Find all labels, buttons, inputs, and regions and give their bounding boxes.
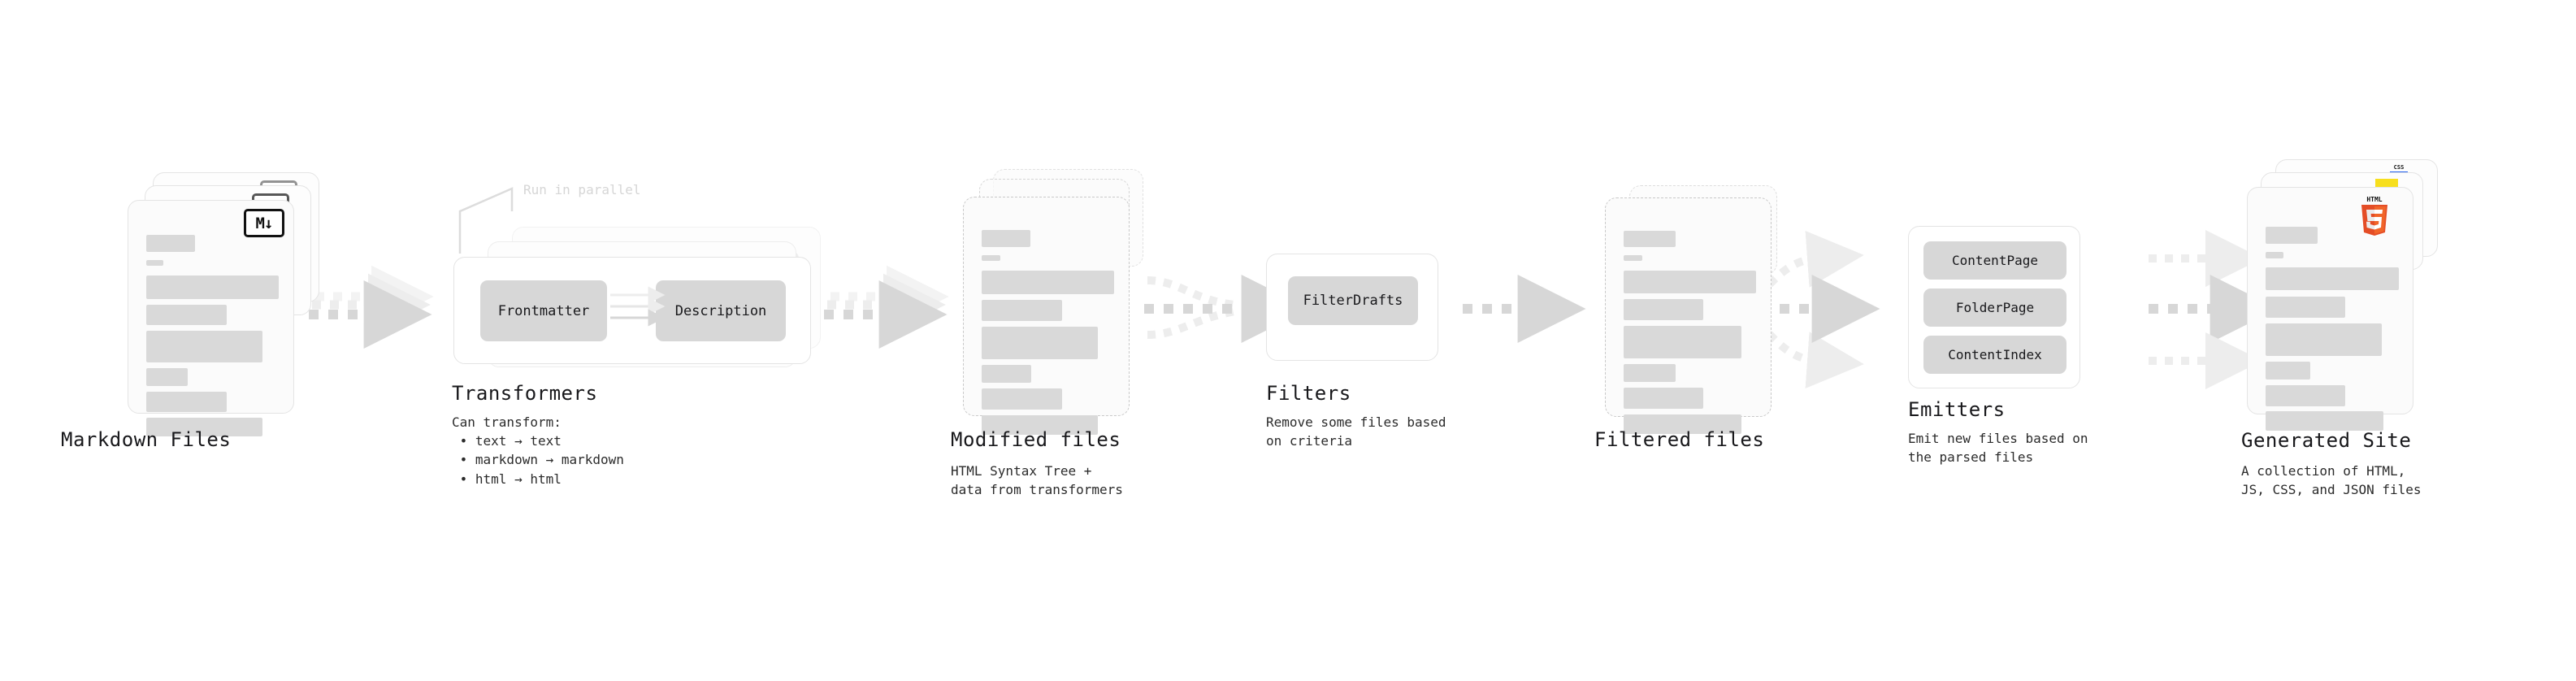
skeleton-line bbox=[982, 388, 1062, 410]
transformer-chip-frontmatter[interactable]: Frontmatter bbox=[480, 280, 607, 341]
stage-title-filtered-files: Filtered files bbox=[1594, 428, 1765, 451]
skeleton-subtitle bbox=[2266, 252, 2283, 258]
skeleton-line bbox=[1624, 388, 1703, 409]
modified-card-front bbox=[963, 197, 1130, 435]
site-card-front bbox=[2247, 187, 2413, 431]
filtered-card-front bbox=[1605, 197, 1772, 434]
filters-panel: FilterDrafts bbox=[1266, 254, 1438, 361]
transformer-panel-front: Frontmatter Description bbox=[453, 257, 811, 364]
stage-title-markdown-files: Markdown Files bbox=[61, 428, 232, 451]
skeleton-line bbox=[982, 415, 1098, 435]
transformer-chip-description[interactable]: Description bbox=[656, 280, 786, 341]
skeleton-line bbox=[146, 331, 262, 362]
skeleton-title bbox=[1624, 231, 1676, 247]
markdown-icon: M↓ bbox=[244, 209, 284, 237]
emitter-chip-folderpage[interactable]: FolderPage bbox=[1923, 288, 2066, 327]
skeleton-title bbox=[2266, 227, 2318, 244]
arrow-markdown-to-transformers bbox=[309, 265, 434, 349]
skeleton-line bbox=[146, 418, 262, 436]
parallel-label: Run in parallel bbox=[523, 182, 641, 197]
skeleton-line bbox=[1624, 299, 1703, 320]
skeleton-title bbox=[982, 230, 1030, 247]
skeleton-line bbox=[2266, 267, 2399, 290]
skeleton-line bbox=[982, 300, 1062, 321]
skeleton-line bbox=[1624, 326, 1741, 358]
skeleton-line bbox=[982, 271, 1114, 294]
skeleton-line bbox=[2266, 297, 2345, 318]
stage-desc-emitters: Emit new files based on the parsed files bbox=[1908, 431, 2088, 466]
emitters-panel: ContentPage FolderPage ContentIndex bbox=[1908, 226, 2080, 388]
skeleton-line bbox=[146, 275, 279, 299]
stage-desc-filters: Remove some files based on criteria bbox=[1266, 414, 1446, 449]
skeleton-subtitle bbox=[982, 255, 1000, 261]
skeleton-line bbox=[2266, 385, 2345, 406]
stage-title-generated-site: Generated Site bbox=[2241, 429, 2412, 452]
html5-icon: HTML bbox=[2361, 196, 2387, 236]
arrow-emitters-to-site bbox=[2149, 230, 2279, 389]
transformer-inner-arrows bbox=[610, 286, 666, 327]
arrow-transformers-to-modified bbox=[824, 265, 949, 349]
skeleton-line bbox=[2266, 362, 2310, 380]
skeleton-line bbox=[982, 327, 1098, 359]
arrow-modified-to-filters bbox=[1144, 275, 1310, 343]
stage-desc-transformers: Can transform: • text → text • markdown … bbox=[452, 414, 624, 487]
skeleton-line bbox=[982, 365, 1031, 383]
svg-text:HTML: HTML bbox=[2366, 196, 2382, 203]
skeleton-line bbox=[2266, 323, 2382, 356]
skeleton-subtitle bbox=[146, 260, 163, 266]
emitter-chip-contentindex[interactable]: ContentIndex bbox=[1923, 336, 2066, 374]
skeleton-line bbox=[146, 392, 227, 412]
stage-title-transformers: Transformers bbox=[452, 382, 598, 405]
emitter-chip-contentpage[interactable]: ContentPage bbox=[1923, 241, 2066, 280]
skeleton-line bbox=[2266, 411, 2383, 431]
skeleton-line bbox=[1624, 364, 1676, 382]
skeleton-line bbox=[1624, 414, 1741, 434]
stage-title-modified-files: Modified files bbox=[951, 428, 1121, 451]
skeleton-line bbox=[146, 368, 188, 386]
skeleton-subtitle bbox=[1624, 255, 1642, 261]
skeleton-line bbox=[1624, 271, 1756, 293]
stage-desc-generated-site: A collection of HTML, JS, CSS, and JSON … bbox=[2241, 463, 2422, 498]
stage-desc-modified-files: HTML Syntax Tree + data from transformer… bbox=[951, 463, 1123, 498]
skeleton-line bbox=[146, 305, 227, 325]
stage-title-emitters: Emitters bbox=[1908, 398, 2006, 421]
skeleton-title bbox=[146, 235, 195, 252]
stage-title-filters: Filters bbox=[1266, 382, 1351, 405]
filter-chip-filterdrafts[interactable]: FilterDrafts bbox=[1288, 276, 1418, 325]
